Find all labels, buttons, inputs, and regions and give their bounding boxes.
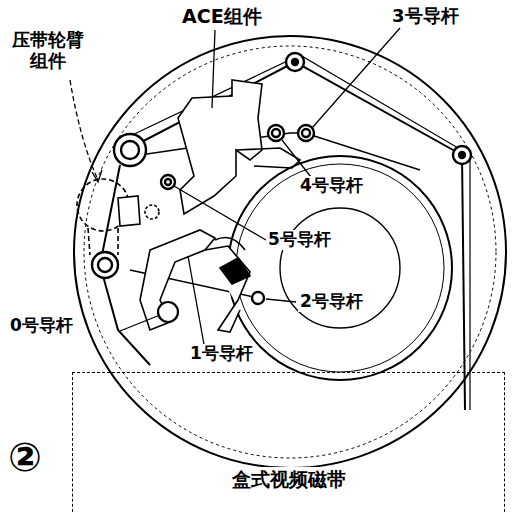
head-drum [228,156,452,380]
drum-hub [280,208,400,328]
tape-edge [126,55,470,410]
guide-arm-0 [140,230,215,330]
part-name: 1号导杆 [188,344,255,364]
tape [130,62,465,410]
slide-slot [215,238,245,250]
deck-outline-inner [84,46,496,458]
head-drum-rim [236,164,444,372]
guide-0 [158,302,178,322]
figure-number: ② [6,434,44,480]
leader-lines [70,28,400,350]
deck-outline [74,36,506,468]
part-name: 3号导杆 [390,6,461,27]
part-name: 0号导杆 [8,316,75,336]
part-name: ACE组件 [180,6,264,28]
ace-assembly [178,80,262,214]
part-name: 5号导杆 [266,230,333,250]
guide-arm-1 [205,246,250,332]
part-name: 4号导杆 [298,176,365,196]
cassette-outline: 盒式视频磁带 [72,372,505,513]
guide-arm-2-block [220,258,250,284]
pinch-block [118,196,140,226]
pinch-pivot [145,205,159,219]
part-name: 压带轮臂 组件 [6,30,90,71]
part-name: 2号导杆 [298,292,365,312]
pinch-arm [88,228,118,255]
cassette-label: 盒式视频磁带 [229,467,349,493]
